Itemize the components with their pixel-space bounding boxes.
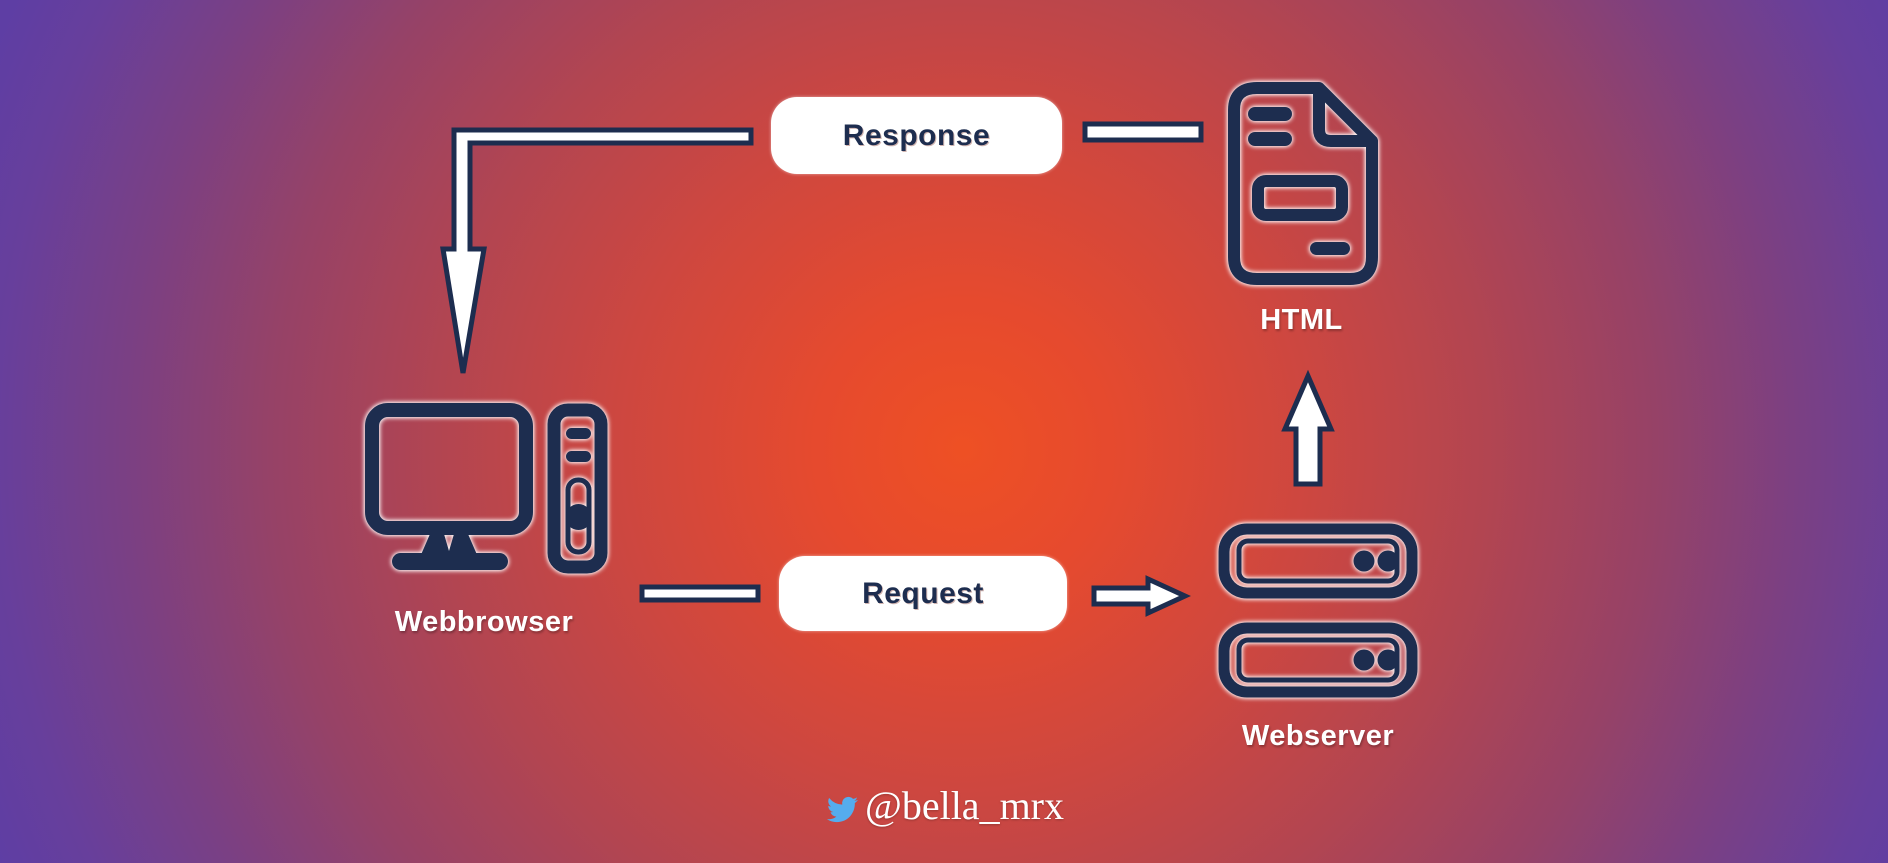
attribution-footer: @bella_mrx [824, 786, 1064, 826]
webserver-label: Webserver [1241, 720, 1395, 752]
response-to-browser-elbow-arrow [440, 127, 754, 374]
request-label: Request [779, 556, 1067, 631]
request-to-server-arrow [1091, 575, 1191, 617]
response-label: Response [771, 97, 1062, 174]
webbrowser-label: Webbrowser [394, 606, 574, 638]
twitter-handle: @bella_mrx [864, 783, 1065, 828]
browser-to-request-connector-bar [639, 584, 761, 603]
server-rack-icon [1218, 523, 1418, 698]
html-label: HTML [1260, 304, 1343, 336]
request-label-text: Request [862, 576, 984, 610]
server-to-html-up-arrow [1281, 369, 1335, 487]
response-label-text: Response [842, 118, 991, 152]
html-to-response-connector-bar [1082, 121, 1204, 143]
computer-icon [365, 403, 608, 574]
twitter-bird-icon [826, 796, 858, 822]
html-file-icon [1228, 82, 1378, 285]
